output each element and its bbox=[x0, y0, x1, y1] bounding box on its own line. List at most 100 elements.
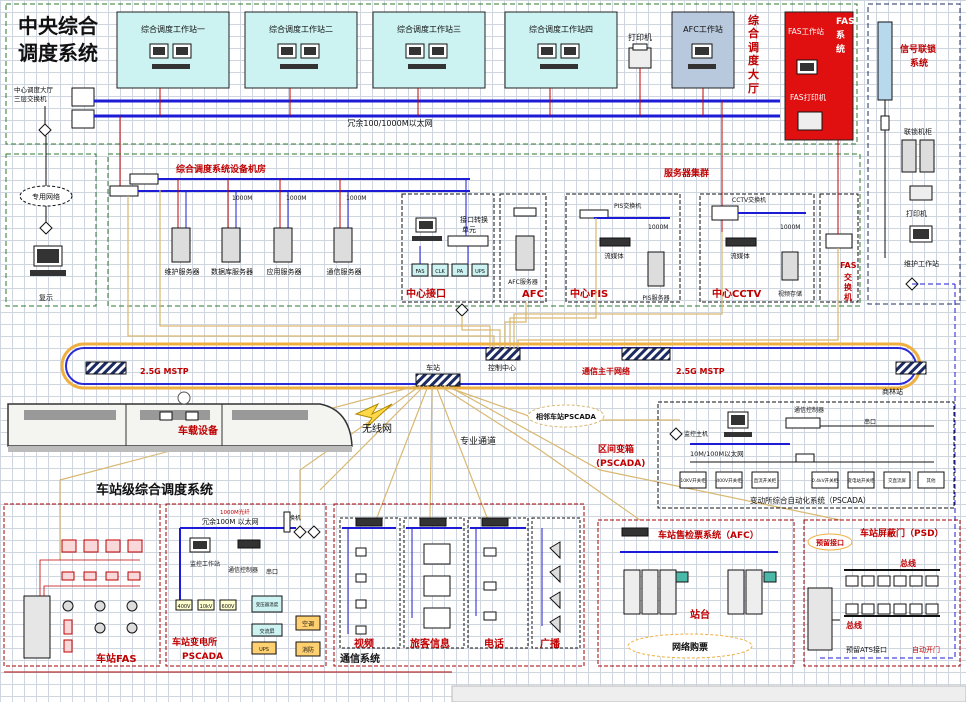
server-label: 数据库服务器 bbox=[211, 267, 253, 276]
room-switch-icon[interactable] bbox=[109, 185, 139, 197]
monitor-workstation-label: 监控工作站 bbox=[190, 560, 220, 568]
equipment-room-title: 综合调度系统设备机房 bbox=[176, 163, 266, 175]
fas-side: 系 bbox=[836, 29, 845, 41]
speaker-icon[interactable] bbox=[549, 615, 561, 634]
fas-switch-icon[interactable] bbox=[825, 233, 853, 249]
switch-icon[interactable] bbox=[419, 517, 447, 527]
fas-title: FAS bbox=[836, 17, 855, 27]
phone-icon[interactable] bbox=[483, 581, 497, 591]
afc-switch-icon[interactable] bbox=[513, 207, 537, 217]
module-label: 0.4kV开关柜 bbox=[812, 477, 839, 484]
module-label: 消防 bbox=[302, 646, 314, 654]
server-icon[interactable] bbox=[221, 227, 241, 263]
station-ethernet-label: 冗余100M 以太网 bbox=[202, 517, 259, 526]
psd-doors bbox=[845, 575, 939, 615]
hall-label-text: 综 bbox=[748, 13, 759, 27]
camera-icon[interactable] bbox=[355, 573, 367, 583]
server-icon[interactable] bbox=[647, 251, 665, 287]
camera-icon[interactable] bbox=[355, 547, 367, 557]
ticket-gate-icon[interactable] bbox=[659, 569, 677, 615]
streaming-icon[interactable] bbox=[599, 237, 631, 247]
module-label: 交直流屏 bbox=[888, 477, 906, 484]
pis-switch-icon[interactable] bbox=[579, 209, 609, 219]
cabinet-icon[interactable] bbox=[901, 139, 917, 173]
ticket-machine-icon[interactable] bbox=[763, 571, 777, 583]
display-icon[interactable] bbox=[423, 543, 451, 565]
storage-icon[interactable] bbox=[781, 251, 799, 281]
camera-icon[interactable] bbox=[355, 599, 367, 609]
optical-converter-icon[interactable] bbox=[877, 21, 893, 101]
workstation-label-3: 综合调度工作站三 bbox=[397, 24, 461, 34]
controller-icon[interactable] bbox=[237, 539, 261, 549]
camera-group bbox=[355, 547, 367, 635]
fas-panel-icon[interactable] bbox=[23, 595, 51, 659]
mstp-node-icon[interactable] bbox=[485, 347, 521, 361]
cctv-switch-icon[interactable] bbox=[711, 205, 739, 221]
speaker-icon[interactable] bbox=[549, 541, 561, 560]
switch-icon[interactable] bbox=[355, 517, 383, 527]
phone-group bbox=[483, 547, 497, 621]
station-substation-region bbox=[165, 503, 327, 667]
hall-label: 综 合 调 度 大 厅 bbox=[748, 13, 760, 95]
display-icon[interactable] bbox=[423, 607, 451, 629]
mstp-node-icon[interactable] bbox=[85, 361, 127, 375]
comm-region bbox=[333, 503, 585, 667]
core-switch-icon[interactable] bbox=[71, 87, 95, 107]
signal-title: 信号联锁 bbox=[900, 43, 936, 55]
module-label: 变电站开关柜 bbox=[848, 477, 875, 484]
ticket-cloud-icon bbox=[627, 633, 753, 659]
station-switch-label: 交换机 bbox=[283, 514, 301, 522]
pscada-system-label: 变动所综合自动化系统（PSCADA） bbox=[750, 495, 870, 505]
printer-icon[interactable] bbox=[909, 185, 933, 201]
printer-icon[interactable] bbox=[628, 47, 652, 69]
server-label: 维护服务器 bbox=[165, 267, 200, 276]
ticket-gate-icon[interactable] bbox=[727, 569, 745, 615]
ticket-machine-icon[interactable] bbox=[675, 571, 689, 583]
online-ticket-label: 网络购票 bbox=[672, 641, 708, 653]
printer-label: 打印机 bbox=[628, 32, 652, 42]
speaker-icon[interactable] bbox=[549, 591, 561, 610]
remote-terminal-label: 复示 bbox=[39, 293, 53, 302]
speaker-icon[interactable] bbox=[549, 565, 561, 584]
ticket-gate-icon[interactable] bbox=[623, 569, 641, 615]
mstp-node-icon[interactable] bbox=[895, 361, 927, 375]
streaming-icon[interactable] bbox=[725, 237, 757, 247]
remote-network-label: 专用网络 bbox=[32, 192, 60, 201]
core-switch-icon[interactable] bbox=[71, 109, 95, 129]
switch-icon[interactable] bbox=[621, 527, 649, 537]
mstp-node-icon[interactable] bbox=[415, 373, 461, 387]
module-label: 10kV bbox=[200, 604, 213, 610]
display-icon[interactable] bbox=[423, 575, 451, 597]
connector-icon bbox=[669, 427, 683, 441]
server-label: 应用服务器 bbox=[267, 267, 302, 276]
mstp-node-icon[interactable] bbox=[621, 347, 671, 361]
pis-switch-label: PIS交换机 bbox=[614, 202, 641, 210]
workstation-box-1[interactable] bbox=[116, 11, 230, 89]
server-icon[interactable] bbox=[333, 227, 353, 263]
converter-unit-icon[interactable] bbox=[447, 235, 489, 247]
camera-icon[interactable] bbox=[355, 625, 367, 635]
cabinet-icon[interactable] bbox=[919, 139, 935, 173]
switch-icon[interactable] bbox=[481, 517, 509, 527]
signal-title-2: 系统 bbox=[910, 57, 928, 69]
server-icon[interactable] bbox=[273, 227, 293, 263]
signal-region bbox=[867, 3, 961, 305]
module-label: PA bbox=[457, 269, 464, 275]
server-icon[interactable] bbox=[171, 227, 191, 263]
room-switch-icon[interactable] bbox=[129, 173, 159, 185]
gate-group bbox=[623, 569, 763, 615]
ticket-gate-icon[interactable] bbox=[745, 569, 763, 615]
controller-icon[interactable] bbox=[785, 417, 821, 429]
phone-icon[interactable] bbox=[483, 611, 497, 621]
broadcast-label: 广播 bbox=[540, 637, 561, 650]
switch-icon[interactable] bbox=[283, 511, 291, 533]
fas-workstation-label: FAS工作站 bbox=[788, 26, 825, 36]
module-label: 400V bbox=[178, 604, 192, 610]
module-label: 空调 bbox=[302, 620, 314, 628]
server-icon[interactable] bbox=[515, 235, 535, 271]
ticket-gate-icon[interactable] bbox=[641, 569, 659, 615]
workstation-label-4: 综合调度工作站四 bbox=[529, 24, 593, 34]
psd-panel-icon[interactable] bbox=[807, 587, 833, 651]
phone-icon[interactable] bbox=[483, 547, 497, 557]
